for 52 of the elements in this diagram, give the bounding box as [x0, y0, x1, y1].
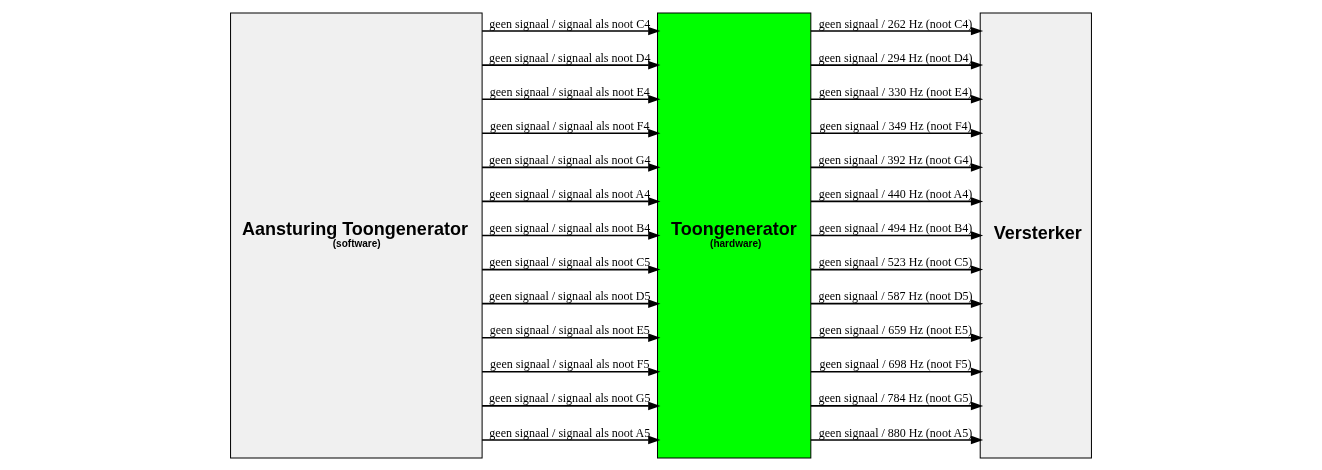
arrow: [810, 264, 984, 274]
arrow: [481, 298, 661, 308]
arrow: [810, 94, 984, 103]
arrow: [481, 230, 661, 240]
edge-label: geen signaal / signaal als noot A5: [489, 425, 651, 440]
edge-label: geen signaal / signaal als noot A4: [489, 186, 651, 201]
arrow: [481, 401, 661, 410]
edge-label: geen signaal / signaal als noot C4: [489, 16, 651, 31]
edge-label: geen signaal / 880 Hz (noot A5): [818, 425, 973, 440]
edge-label: geen signaal / signaal als noot F5: [490, 356, 650, 371]
arrow: [481, 26, 661, 35]
arrow: [810, 435, 984, 444]
edge-label: geen signaal / signaal als noot D4: [489, 50, 651, 65]
edge-label: geen signaal / 392 Hz (noot G4): [818, 152, 973, 167]
edge-label: geen signaal / 294 Hz (noot D4): [818, 50, 973, 65]
edge-label: geen signaal / signaal als noot G4: [489, 152, 651, 167]
edge-label: geen signaal / signaal als noot D5: [489, 288, 651, 303]
edge-label: geen signaal / 440 Hz (noot A4): [818, 186, 973, 201]
edge-label: geen signaal / signaal als noot C5: [489, 254, 651, 269]
arrow: [810, 128, 984, 138]
arrow: [810, 60, 984, 69]
arrow: [810, 230, 984, 240]
edge-label: geen signaal / 494 Hz (noot B4): [818, 220, 973, 235]
arrow: [481, 332, 661, 342]
arrow: [481, 162, 661, 172]
arrow: [481, 435, 661, 444]
arrow: [481, 196, 661, 206]
edge-label: geen signaal / 523 Hz (noot C5): [818, 254, 973, 269]
arrow: [481, 60, 661, 69]
edge-label: geen signaal / signaal als noot F4: [490, 118, 650, 133]
edge-label: geen signaal / signaal als noot E4: [489, 84, 650, 99]
arrow: [481, 94, 661, 103]
arrow: [810, 298, 984, 308]
edge-label: geen signaal / 784 Hz (noot G5): [818, 390, 973, 405]
arrow: [810, 196, 984, 206]
edge-label: geen signaal / 262 Hz (noot C4): [818, 16, 973, 31]
arrow: [810, 332, 984, 342]
edge-label: geen signaal / signaal als noot E5: [489, 322, 650, 337]
arrow: [810, 367, 984, 376]
arrow: [810, 26, 984, 35]
arrow: [481, 264, 661, 274]
edge-label: geen signaal / signaal als noot B4: [489, 220, 651, 235]
arrow: [810, 401, 984, 410]
arrow: [481, 128, 661, 138]
edge-label: geen signaal / signaal als noot G5: [489, 390, 651, 405]
edge-label: geen signaal / 349 Hz (noot F4): [819, 118, 972, 133]
arrow: [481, 367, 661, 376]
edge-label: geen signaal / 330 Hz (noot E4): [819, 84, 972, 99]
edge-label: geen signaal / 659 Hz (noot E5): [819, 322, 972, 337]
arrow: [810, 162, 984, 172]
edge-label: geen signaal / 587 Hz (noot D5): [818, 288, 973, 303]
edge-label: geen signaal / 698 Hz (noot F5): [819, 356, 972, 371]
